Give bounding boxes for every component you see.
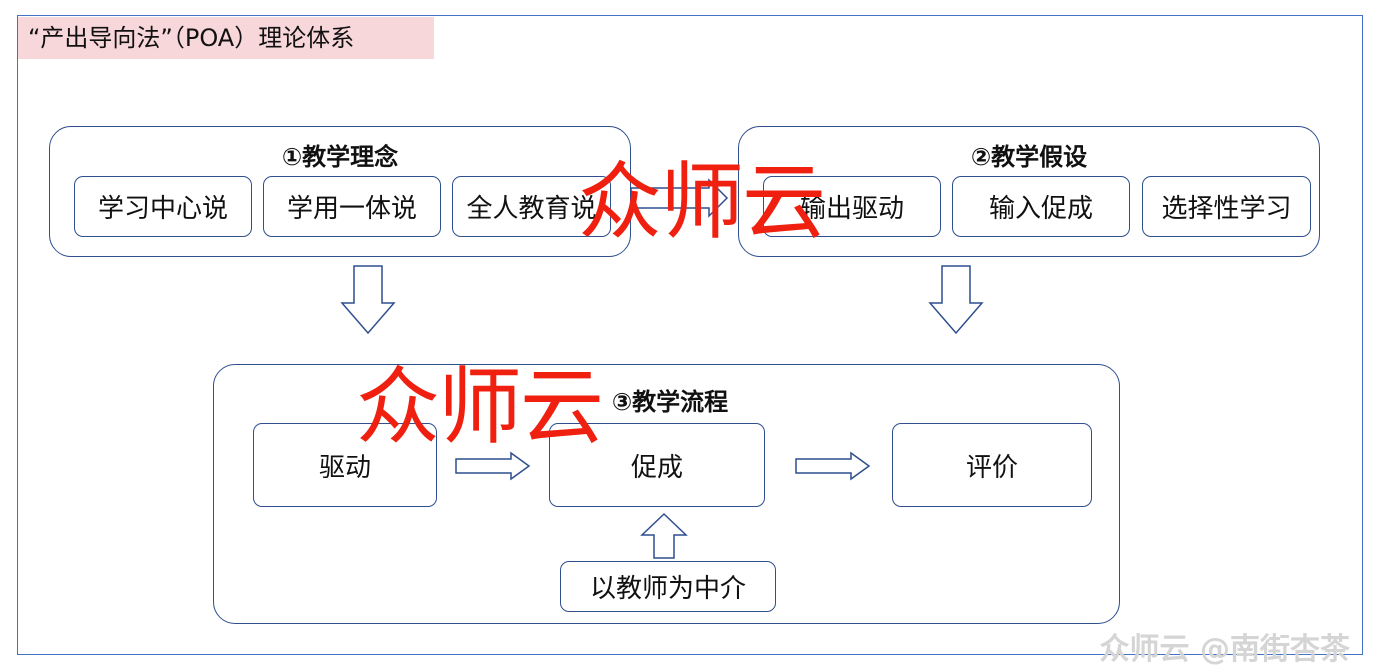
page-title: “产出导向法”（POA）理论体系 [18, 17, 434, 59]
arrow-right-concept-to-hypothesis-icon [630, 178, 729, 218]
arrow-down-right-icon [928, 265, 984, 335]
node-input-enabled: 输入促成 [952, 176, 1130, 237]
node-learning-centered: 学习中心说 [74, 176, 252, 237]
arrow-right-enabling-to-assessing-icon [795, 451, 871, 481]
node-enabling: 促成 [549, 423, 765, 507]
diagram-frame [17, 15, 1363, 655]
node-motivating: 驱动 [253, 423, 437, 507]
node-teacher-mediated: 以教师为中介 [560, 561, 776, 612]
arrow-up-mediator-to-enabling-icon [640, 512, 688, 559]
node-selective-learning: 选择性学习 [1142, 176, 1311, 237]
corner-credit: 众师云 @南街杏茶 [1099, 632, 1350, 667]
node-output-driven: 输出驱动 [763, 176, 941, 237]
arrow-down-left-icon [340, 265, 396, 335]
node-learning-using-integrated: 学用一体说 [263, 176, 441, 237]
arrow-right-motivating-to-enabling-icon [455, 451, 531, 481]
node-whole-person-education: 全人教育说 [452, 176, 611, 237]
group-title-teaching-concept: ①教学理念 [281, 143, 399, 171]
group-title-teaching-process: ③教学流程 [611, 388, 729, 416]
node-assessing: 评价 [892, 423, 1092, 507]
group-title-teaching-hypothesis: ②教学假设 [970, 143, 1088, 171]
